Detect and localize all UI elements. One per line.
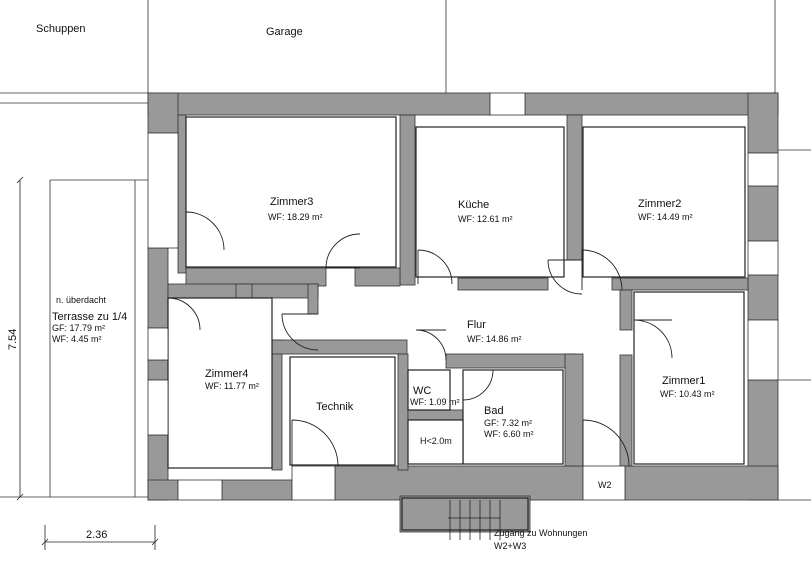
terrace-gf: GF: 17.79 m² [52,323,105,333]
wc-name: WC [413,385,431,397]
windows [147,92,779,501]
width-dimension: 2.36 [86,529,107,541]
zimmer2-area: WF: 14.49 m² [638,212,693,222]
entrance-units: W2+W3 [494,541,526,551]
height-dimension: 7.54 [7,329,19,350]
wc-area: WF: 1.09 m² [410,397,460,407]
schuppen-label: Schuppen [36,23,86,35]
entrance-label: Zugang zu Wohnungen [494,528,587,538]
technik-name: Technik [316,401,354,413]
site-lines [0,0,811,501]
bad-gf: GF: 7.32 m² [484,418,532,428]
flur-name: Flur [467,319,486,331]
zimmer4-area: WF: 11.77 m² [205,381,259,391]
garage-label: Garage [266,26,303,38]
kueche-area: WF: 12.61 m² [458,214,513,224]
bad-wf: WF: 6.60 m² [484,429,534,439]
kueche-name: Küche [458,199,489,211]
entrance-stairs [448,500,501,540]
bad-name: Bad [484,405,504,417]
terrace-note: n. überdacht [56,295,107,305]
zimmer1-name: Zimmer1 [662,375,705,387]
doors [167,211,673,467]
zimmer4-name: Zimmer4 [205,368,248,380]
terrace-title: Terrasse zu 1/4 [52,311,127,323]
zimmer2-name: Zimmer2 [638,198,681,210]
flur-area: WF: 14.86 m² [467,334,522,344]
terrace-wf: WF: 4.45 m² [52,334,102,344]
zimmer1-area: WF: 10.43 m² [660,389,715,399]
room-outlines [167,116,746,531]
bad-height-note: H<2.0m [420,436,452,446]
w2-label: W2 [598,480,612,490]
dimension-lines [16,176,159,550]
zimmer3-name: Zimmer3 [270,196,313,208]
zimmer3-area: WF: 18.29 m² [268,212,323,222]
